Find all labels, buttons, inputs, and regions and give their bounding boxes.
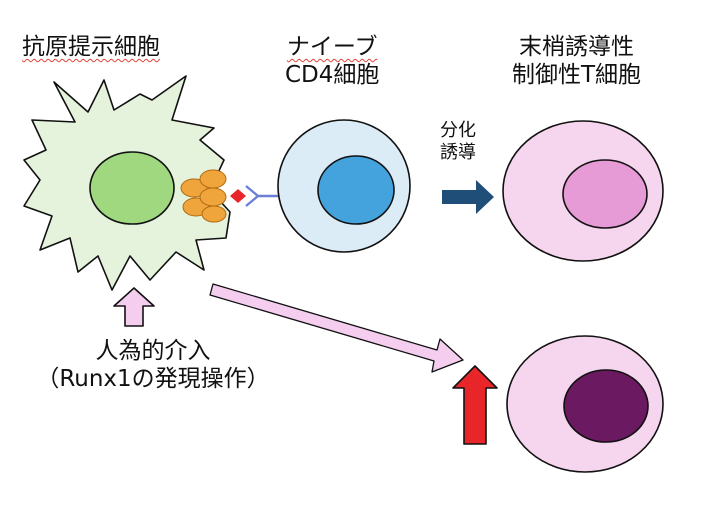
treg-nucleus bbox=[562, 159, 648, 229]
enhancement-red-arrow bbox=[452, 365, 498, 445]
differentiation-label-line2: 誘導 bbox=[440, 141, 476, 163]
treg-label: 末梢誘導性 制御性T細胞 bbox=[512, 34, 641, 89]
intervention-up-arrow bbox=[113, 287, 155, 327]
naive-cd4-label-line2: CD4細胞 bbox=[285, 61, 380, 88]
naive-cd4-nucleus bbox=[317, 155, 395, 225]
intervention-label: 人為的介入 （Runx1の発現操作） bbox=[18, 338, 288, 393]
enhanced-treg-nucleus bbox=[563, 369, 649, 443]
antigen-diamond bbox=[230, 189, 246, 203]
mhc-molecules bbox=[180, 169, 227, 223]
tcr-receptor bbox=[245, 185, 280, 207]
intervention-label-line2: （Runx1の発現操作） bbox=[36, 365, 270, 392]
naive-cd4-label: ナイーブ CD4細胞 bbox=[285, 34, 379, 89]
differentiation-label: 分化 誘導 bbox=[440, 120, 476, 163]
treg-label-line2: 制御性T細胞 bbox=[512, 61, 642, 88]
intervention-diagonal-arrow bbox=[209, 283, 464, 373]
differentiation-label-line1: 分化 bbox=[440, 120, 476, 141]
treg-label-line1: 末梢誘導性 bbox=[519, 34, 635, 60]
differentiation-arrow bbox=[442, 180, 494, 214]
intervention-label-line1: 人為的介入 bbox=[95, 338, 211, 364]
apc-nucleus bbox=[89, 151, 175, 225]
apc-label-text: 抗原提示細胞 bbox=[22, 34, 160, 60]
apc-label: 抗原提示細胞 bbox=[22, 34, 160, 62]
naive-cd4-label-line1: ナイーブ bbox=[286, 34, 378, 60]
